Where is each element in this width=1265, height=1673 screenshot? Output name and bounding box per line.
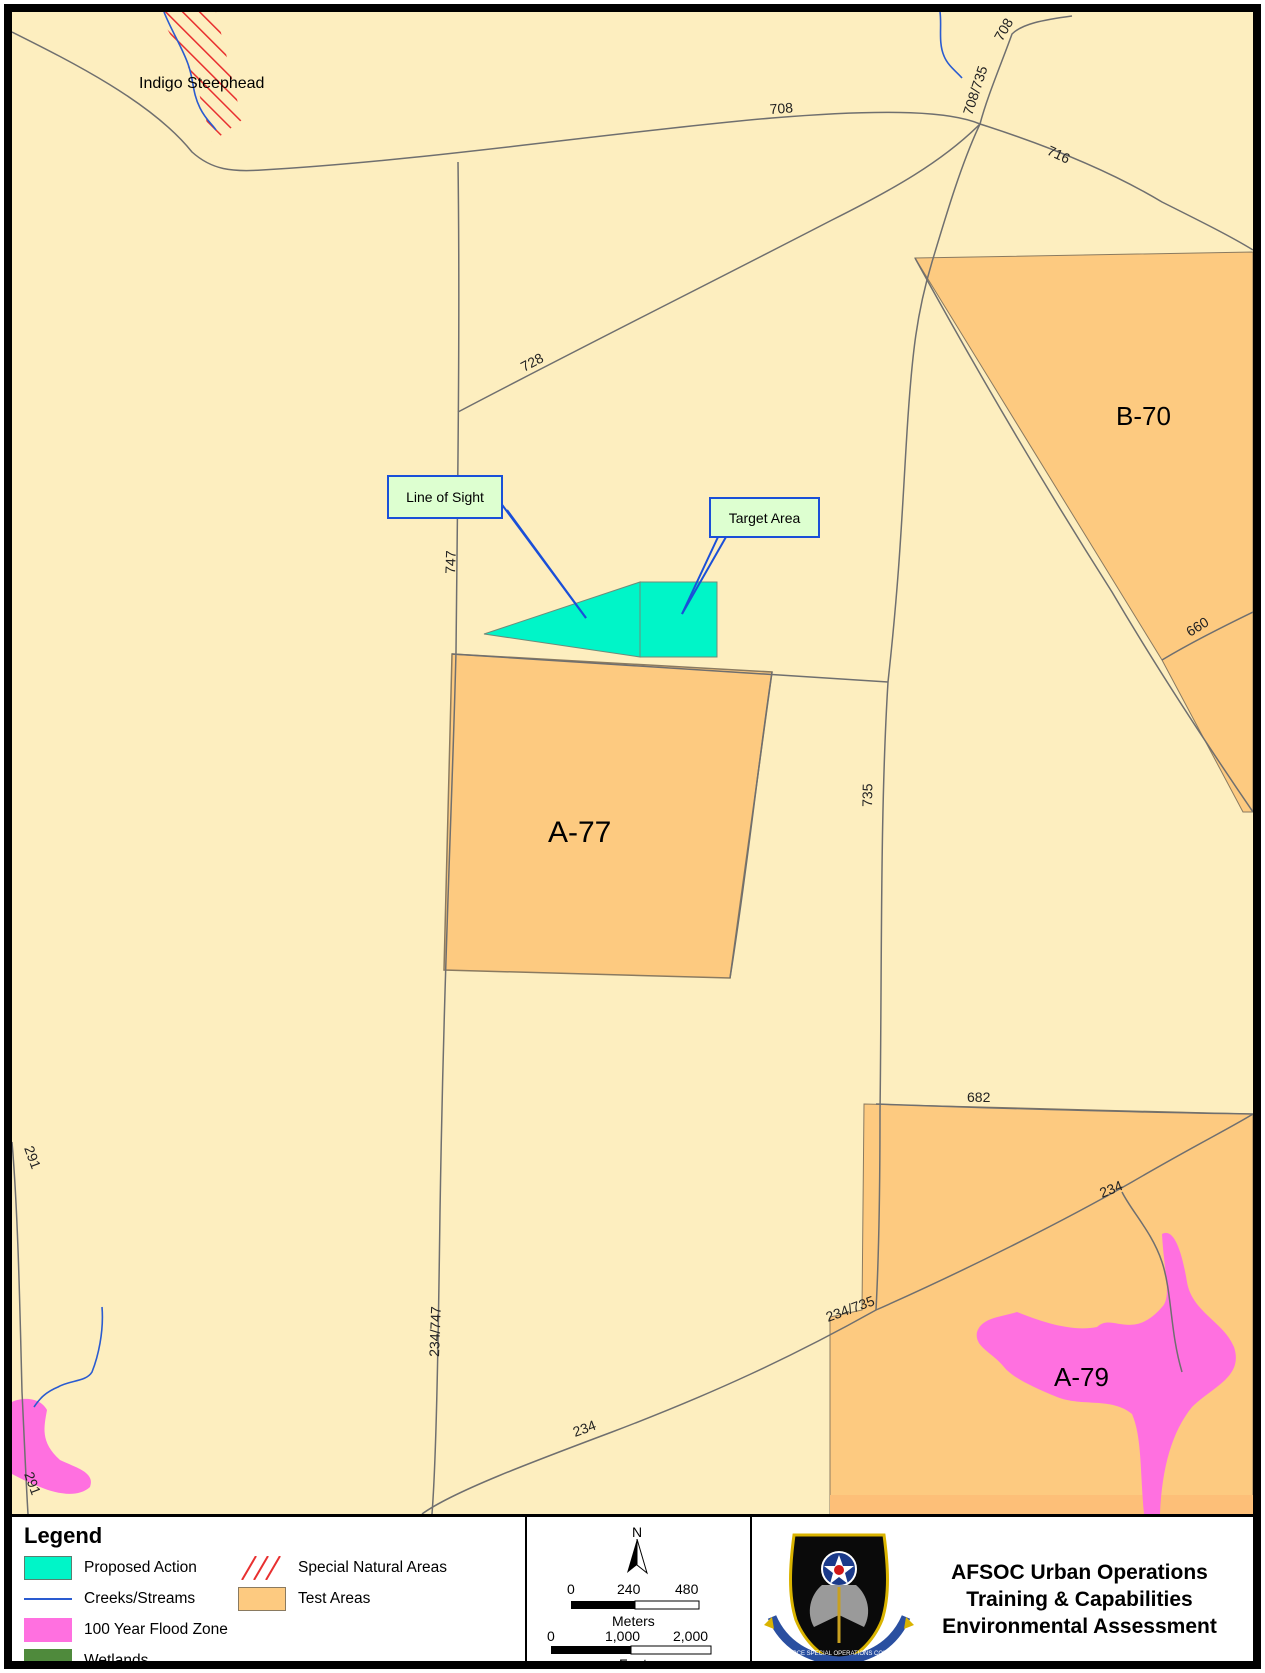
legend-label: Creeks/Streams bbox=[84, 1590, 196, 1607]
legend-item-creeks: Creeks/Streams bbox=[24, 1586, 195, 1612]
legend-item-proposed-action: Proposed Action bbox=[24, 1555, 197, 1581]
meters-tick-1: 240 bbox=[617, 1581, 641, 1597]
legend-label: Proposed Action bbox=[84, 1559, 197, 1576]
road-label-234-747: 234/747 bbox=[426, 1306, 444, 1357]
special-natural-swatch bbox=[238, 1555, 286, 1581]
label-a79: A-79 bbox=[1054, 1362, 1109, 1392]
title-line-3: Environmental Assessment bbox=[942, 1615, 1217, 1638]
road-label-682: 682 bbox=[967, 1089, 991, 1105]
road-label-291-top: 291 bbox=[21, 1144, 44, 1172]
legend-title: Legend bbox=[24, 1523, 103, 1548]
proposed-action-swatch bbox=[24, 1556, 72, 1580]
feet-tick-0: 0 bbox=[547, 1628, 555, 1644]
target-area[interactable] bbox=[639, 581, 718, 658]
legend-item-special-natural: Special Natural Areas bbox=[238, 1555, 447, 1581]
creek-indigo bbox=[163, 12, 217, 131]
legend: Legend Proposed Action Creeks/Streams 10… bbox=[12, 1517, 527, 1669]
legend-item-test-areas: Test Areas bbox=[238, 1586, 370, 1612]
test-area-swatch bbox=[238, 1587, 286, 1611]
meters-scale-bar bbox=[571, 1600, 700, 1610]
label-indigo-steephead: Indigo Steephead bbox=[139, 75, 264, 92]
wetlands-swatch bbox=[24, 1649, 72, 1661]
afsoc-emblem-icon: AIR FORCE SPECIAL OPERATIONS COMMAND bbox=[764, 1533, 914, 1661]
callout-line-of-sight[interactable]: Line of Sight bbox=[387, 475, 503, 519]
label-b70: B-70 bbox=[1116, 401, 1171, 431]
flood-zone-left[interactable] bbox=[12, 1398, 92, 1494]
north-arrow-icon bbox=[627, 1539, 648, 1575]
test-area-b70[interactable] bbox=[914, 251, 1253, 813]
legend-item-flood-zone: 100 Year Flood Zone bbox=[24, 1617, 228, 1643]
meters-tick-0: 0 bbox=[567, 1581, 575, 1597]
scale-panel: N 0 240 480 Meters 0 1,000 2,000 Feet bbox=[527, 1517, 752, 1669]
flood-zone-a79[interactable] bbox=[976, 1232, 1236, 1514]
legend-label: Test Areas bbox=[298, 1590, 371, 1607]
label-a77: A-77 bbox=[548, 816, 611, 849]
feet-scale-bar bbox=[551, 1645, 712, 1655]
road-label-735: 735 bbox=[859, 783, 875, 807]
map-title: AFSOC Urban Operations Training & Capabi… bbox=[912, 1559, 1247, 1640]
legend-label: Special Natural Areas bbox=[298, 1559, 448, 1576]
callout-target-area[interactable]: Target Area bbox=[709, 497, 820, 538]
creek-top-right bbox=[939, 12, 963, 79]
callout-leaders bbox=[499, 501, 727, 619]
road-label-291-bottom: 291 bbox=[21, 1470, 44, 1498]
title-line-2: Training & Capabilities bbox=[966, 1588, 1193, 1611]
title-block: AIR FORCE SPECIAL OPERATIONS COMMAND AFS… bbox=[752, 1517, 1253, 1661]
legend-item-wetlands: Wetlands bbox=[24, 1648, 149, 1669]
road-label-747: 747 bbox=[442, 550, 459, 574]
road-label-234-bottom: 234 bbox=[571, 1417, 599, 1440]
map-frame: Indigo Steephead A-77 B-70 A-79 708 708/… bbox=[4, 4, 1261, 1669]
map-canvas[interactable]: Indigo Steephead A-77 B-70 A-79 708 708/… bbox=[12, 12, 1253, 1514]
roads bbox=[12, 15, 1253, 1514]
legend-label: 100 Year Flood Zone bbox=[84, 1621, 228, 1638]
test-area-a79-edge bbox=[830, 1495, 1253, 1514]
road-label-708-top: 708 bbox=[769, 99, 794, 117]
legend-label: Wetlands bbox=[84, 1652, 149, 1669]
north-label: N bbox=[632, 1524, 643, 1540]
feet-tick-1: 1,000 bbox=[605, 1628, 641, 1644]
feet-unit: Feet bbox=[619, 1656, 648, 1669]
feet-tick-2: 2,000 bbox=[673, 1628, 709, 1644]
creek-swatch bbox=[24, 1587, 72, 1611]
title-line-1: AFSOC Urban Operations bbox=[951, 1561, 1208, 1584]
flood-zone-swatch bbox=[24, 1618, 72, 1642]
meters-unit: Meters bbox=[612, 1613, 655, 1629]
meters-tick-2: 480 bbox=[675, 1581, 699, 1597]
creek-left bbox=[33, 1306, 104, 1408]
map-footer: Legend Proposed Action Creeks/Streams 10… bbox=[12, 1514, 1253, 1669]
svg-text:AIR FORCE SPECIAL OPERATIONS C: AIR FORCE SPECIAL OPERATIONS COMMAND bbox=[772, 1651, 906, 1657]
